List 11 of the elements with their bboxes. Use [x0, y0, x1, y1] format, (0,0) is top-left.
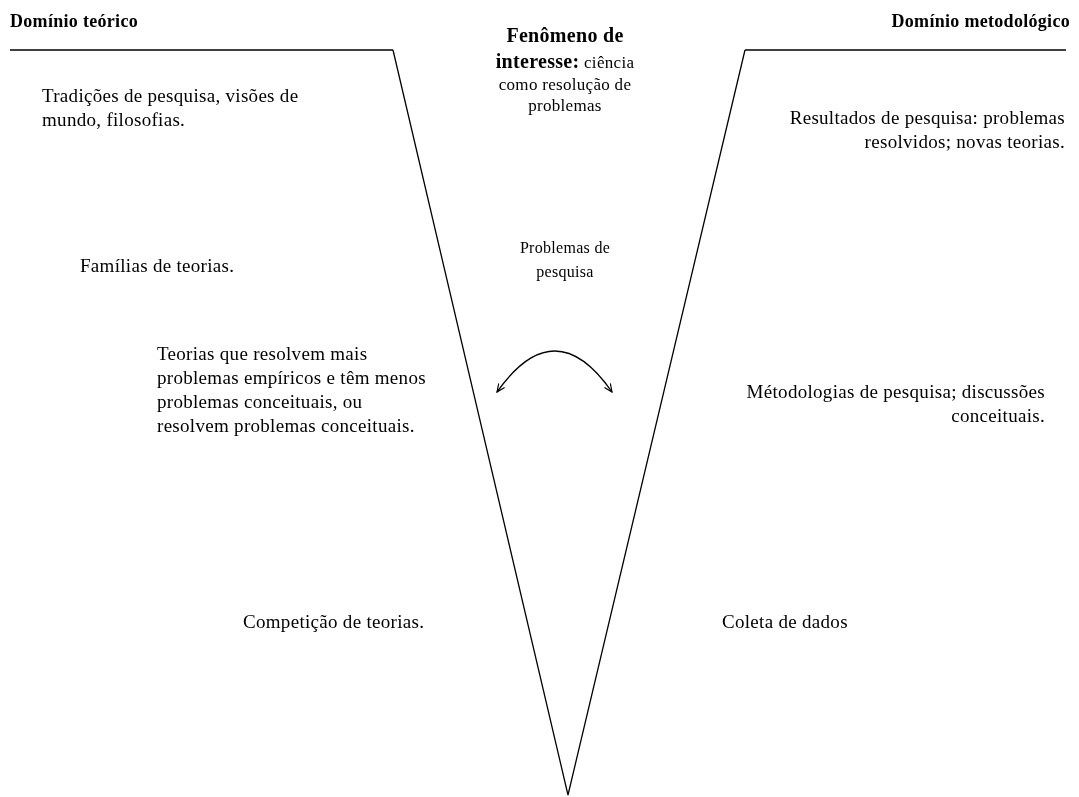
focus-question: Fenômeno de interesse: ciência como resolução de problemas [494, 23, 636, 116]
method-text: Métodologias de pesquisa; discussões conceituais. [745, 380, 1045, 428]
method-text: Resultados de pesquisa: problemas resolvidos; novas teorias. [788, 106, 1065, 154]
domain-heading: Domínio teórico [10, 10, 139, 32]
theory-text: Famílias de teorias. [80, 254, 236, 278]
method-text: Coleta de dados [722, 610, 849, 634]
research-problem-text: Problemas de pesquisa [518, 238, 612, 283]
theory-text: Tradições de pesquisa, visões de mundo, filosofias. [42, 84, 300, 132]
domain-heading: Domínio metodológico [890, 10, 1070, 32]
theory-text: Teorias que resolvem mais problemas empíricos e têm menos problemas conceituais, ou resolvem problemas conceituais. [157, 342, 427, 438]
theory-text: Competição de teorias. [243, 610, 426, 634]
